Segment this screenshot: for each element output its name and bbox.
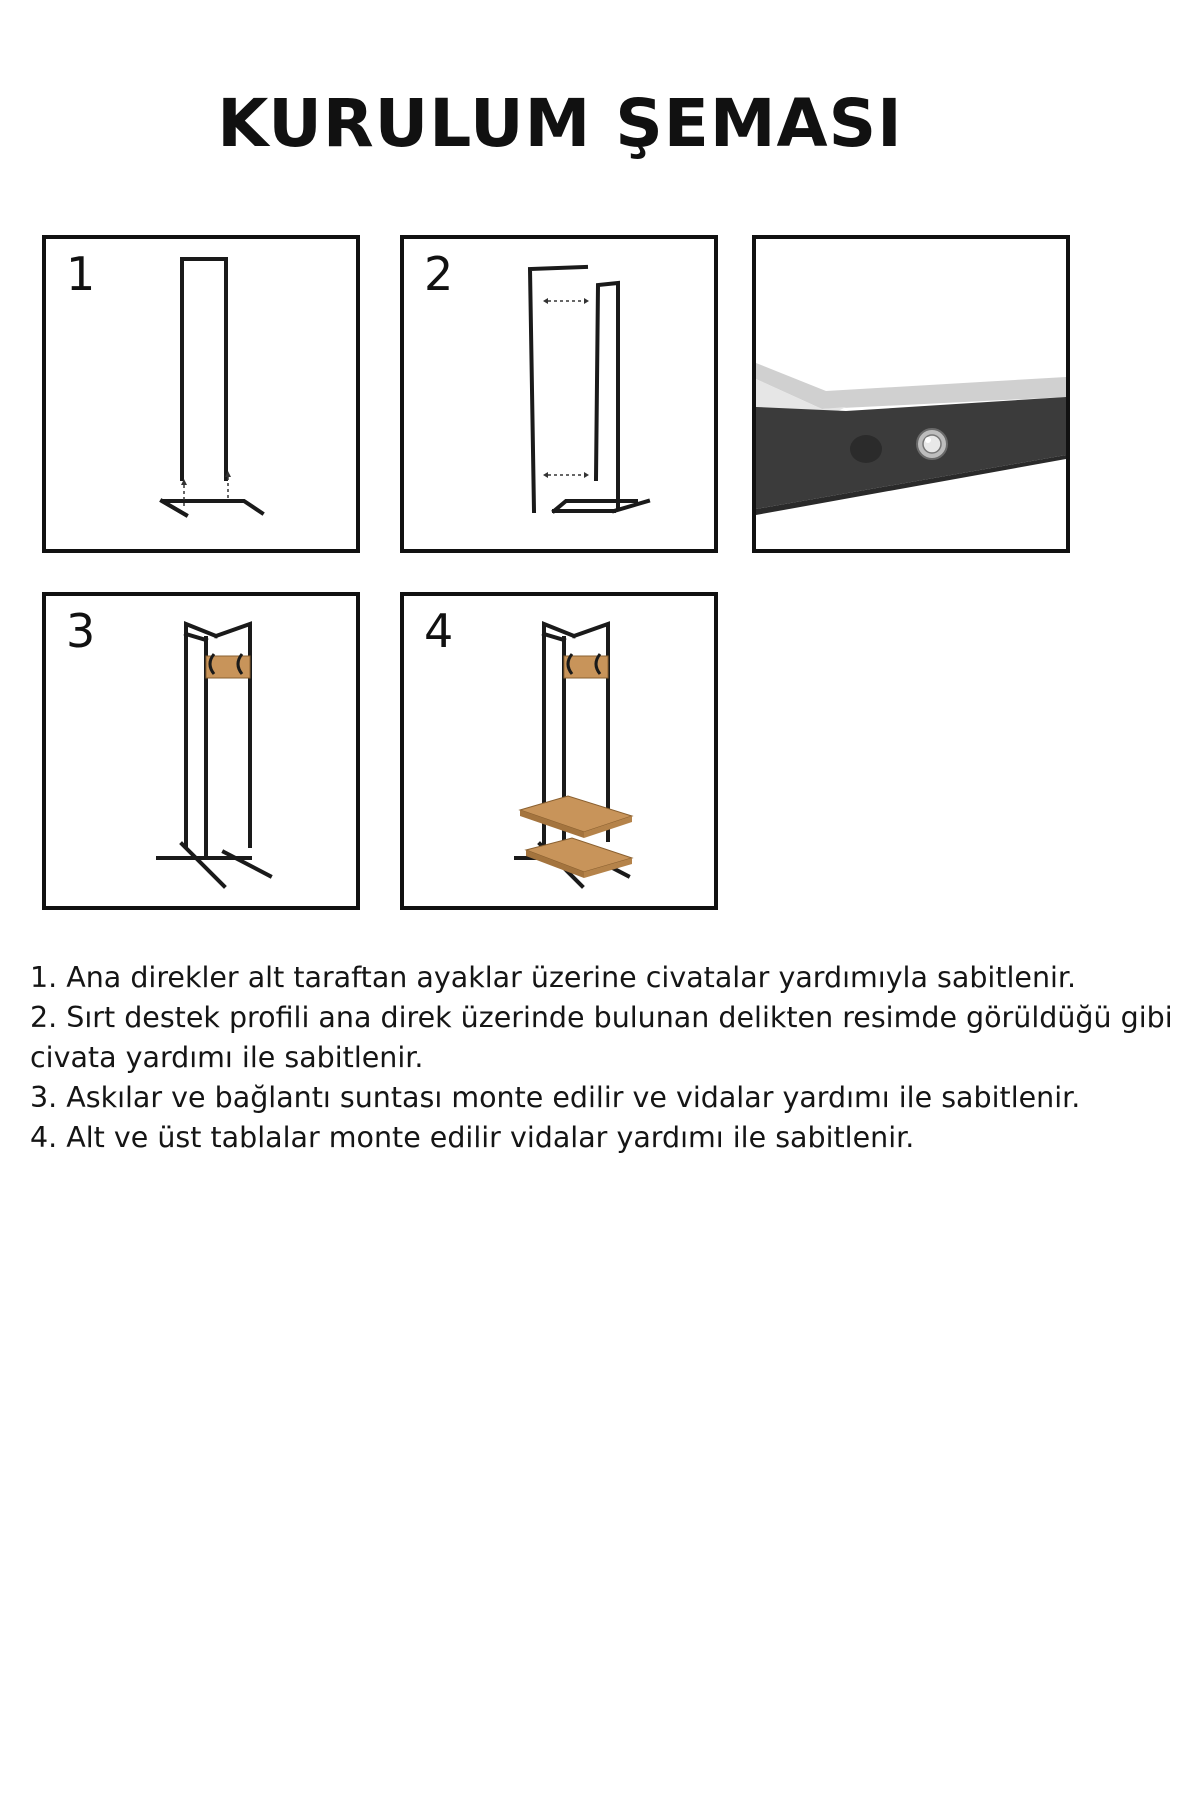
step-2-illustration <box>527 264 651 514</box>
step-4-illustration <box>514 621 634 889</box>
instruction-list: 1. Ana direkler alt taraftan ayaklar üze… <box>30 958 1180 1158</box>
instruction-item: 2. Sırt destek profili ana direk üzerind… <box>30 1001 1173 1074</box>
instruction-item: 1. Ana direkler alt taraftan ayaklar üze… <box>30 961 1077 994</box>
page-title: KURULUM ŞEMASI <box>217 85 903 162</box>
bolt-detail-illustration <box>756 363 1066 515</box>
step-number: 1 <box>66 247 96 301</box>
instruction-item: 4. Alt ve üst tablalar monte edilir vida… <box>30 1121 915 1154</box>
step-number: 2 <box>424 247 454 301</box>
instruction-item: 3. Askılar ve bağlantı suntası monte edi… <box>30 1081 1081 1114</box>
step-3-panel: 3 <box>42 592 360 910</box>
step-1-panel: 1 <box>42 235 360 553</box>
step-2-panel: 2 <box>400 235 718 553</box>
wood-hanger-board <box>205 655 251 679</box>
step-number: 3 <box>66 604 96 658</box>
step-3-illustration <box>156 621 273 889</box>
bolt-detail-panel <box>752 235 1070 553</box>
step-number: 4 <box>424 604 454 658</box>
wood-hanger-board <box>563 655 609 679</box>
step-4-panel: 4 <box>400 592 718 910</box>
step-1-illustration <box>159 257 265 518</box>
